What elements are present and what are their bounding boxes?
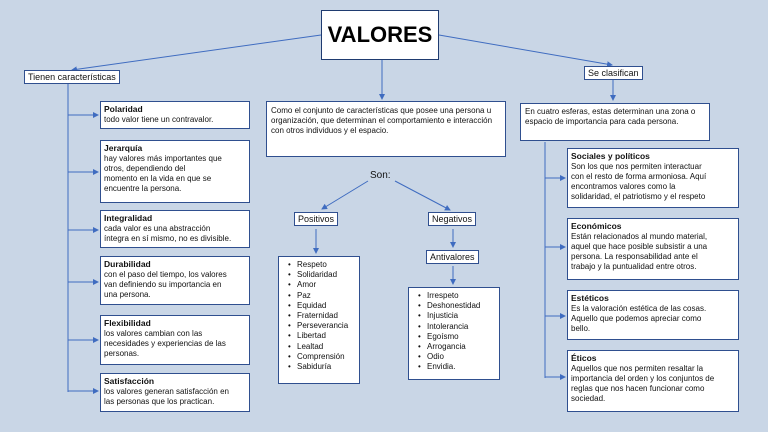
list-item: Fraternidad bbox=[297, 311, 357, 321]
list-item: Comprensión bbox=[297, 352, 357, 362]
characteristic-jerarquia: Jerarquía hay valores más importantes qu… bbox=[100, 140, 250, 203]
antivalores-list-box: IrrespetoDeshonestidadInjusticiaIntolera… bbox=[408, 287, 500, 380]
class-title: Sociales y políticos bbox=[571, 151, 650, 161]
list-item: Lealtad bbox=[297, 342, 357, 352]
list-item: Egoísmo bbox=[427, 332, 497, 342]
positivos-label: Positivos bbox=[294, 212, 339, 226]
characteristic-title: Jerarquía bbox=[104, 143, 143, 153]
page-title: VALORES bbox=[321, 10, 439, 60]
class-title: Estéticos bbox=[571, 293, 609, 303]
list-item: Perseverancia bbox=[297, 321, 357, 331]
classification-label: Se clasifican bbox=[584, 66, 643, 80]
list-item: Envidia. bbox=[427, 362, 497, 372]
list-item: Sabiduría bbox=[297, 362, 357, 372]
classification-intro-text: En cuatro esferas, estas determinan una … bbox=[525, 107, 696, 126]
characteristic-title: Polaridad bbox=[104, 104, 143, 114]
class-title: Éticos bbox=[571, 353, 597, 363]
antivalores-label: Antivalores bbox=[426, 250, 479, 264]
characteristic-title: Flexibilidad bbox=[104, 318, 151, 328]
characteristic-text: todo valor tiene un contravalor. bbox=[104, 115, 214, 124]
positivos-list-box: RespetoSolidaridadAmorPazEquidadFraterni… bbox=[278, 256, 360, 384]
characteristic-flexibilidad: Flexibilidad los valores cambian con las… bbox=[100, 315, 250, 365]
class-text: Están relacionados al mundo material, aq… bbox=[571, 232, 708, 271]
class-text: Es la valoración estética de las cosas. … bbox=[571, 304, 707, 333]
list-item: Intolerancia bbox=[427, 322, 497, 332]
list-item: Irrespeto bbox=[427, 291, 497, 301]
class-text: Son los que nos permiten interactuar con… bbox=[571, 162, 707, 201]
list-item: Solidaridad bbox=[297, 270, 357, 280]
list-item: Libertad bbox=[297, 331, 357, 341]
characteristics-label: Tienen características bbox=[24, 70, 120, 84]
characteristic-title: Satisfacción bbox=[104, 376, 155, 386]
characteristic-text: los valores generan satisfacción en las … bbox=[104, 387, 229, 406]
characteristic-durabilidad: Durabilidad con el paso del tiempo, los … bbox=[100, 256, 250, 305]
characteristic-title: Durabilidad bbox=[104, 259, 151, 269]
class-esteticos: Estéticos Es la valoración estética de l… bbox=[567, 290, 739, 340]
positivos-list: RespetoSolidaridadAmorPazEquidadFraterni… bbox=[285, 260, 357, 372]
list-item: Arrogancia bbox=[427, 342, 497, 352]
son-label: Son: bbox=[370, 170, 391, 181]
characteristic-polaridad: Polaridad todo valor tiene un contravalo… bbox=[100, 101, 250, 129]
characteristic-satisfaccion: Satisfacción los valores generan satisfa… bbox=[100, 373, 250, 412]
characteristic-text: hay valores más importantes que otros, d… bbox=[104, 154, 222, 193]
class-eticos: Éticos Aquellos que nos permiten resalta… bbox=[567, 350, 739, 412]
characteristic-text: cada valor es una abstracción íntegra en… bbox=[104, 224, 232, 243]
characteristic-integralidad: Integralidad cada valor es una abstracci… bbox=[100, 210, 250, 248]
characteristic-text: los valores cambian con las necesidades … bbox=[104, 329, 226, 358]
list-item: Injusticia bbox=[427, 311, 497, 321]
definition-box: Como el conjunto de características que … bbox=[266, 101, 506, 157]
list-item: Amor bbox=[297, 280, 357, 290]
classification-intro-box: En cuatro esferas, estas determinan una … bbox=[520, 103, 710, 141]
definition-text: Como el conjunto de características que … bbox=[271, 106, 493, 135]
negativos-label: Negativos bbox=[428, 212, 477, 226]
characteristic-text: con el paso del tiempo, los valores van … bbox=[104, 270, 227, 299]
list-item: Respeto bbox=[297, 260, 357, 270]
characteristic-title: Integralidad bbox=[104, 213, 153, 223]
list-item: Paz bbox=[297, 291, 357, 301]
class-sociales: Sociales y políticos Son los que nos per… bbox=[567, 148, 739, 208]
list-item: Deshonestidad bbox=[427, 301, 497, 311]
class-text: Aquellos que nos permiten resaltar la im… bbox=[571, 364, 715, 403]
list-item: Odio bbox=[427, 352, 497, 362]
class-economicos: Económicos Están relacionados al mundo m… bbox=[567, 218, 739, 280]
class-title: Económicos bbox=[571, 221, 622, 231]
antivalores-list: IrrespetoDeshonestidadInjusticiaIntolera… bbox=[415, 291, 497, 373]
list-item: Equidad bbox=[297, 301, 357, 311]
